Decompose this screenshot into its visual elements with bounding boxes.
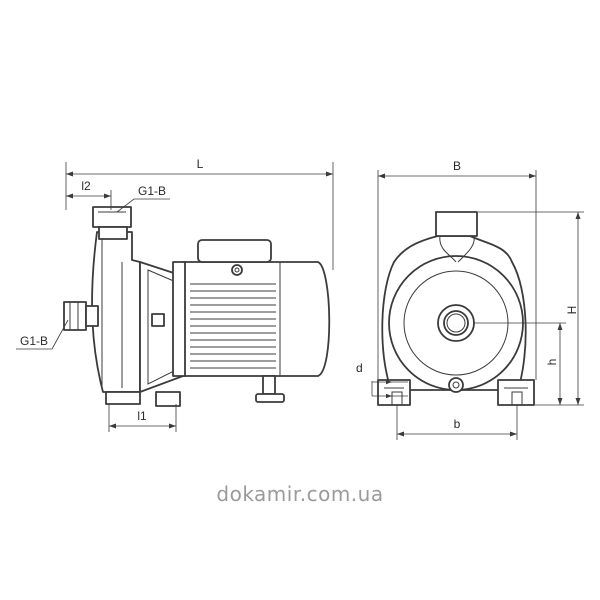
label-G1B-side: G1-B (20, 334, 48, 348)
dimension-b: b (396, 405, 518, 440)
watermark-text: dokamir.com.ua (216, 482, 384, 506)
dimension-L: L (65, 157, 334, 270)
top-outlet-flange (92, 206, 132, 240)
label-H: H (565, 306, 579, 315)
rear-foot-bracket (155, 391, 181, 407)
impeller-eye (437, 304, 475, 342)
drain-plug (448, 377, 464, 393)
dimension-h: h (474, 322, 566, 405)
front-foot (105, 391, 141, 405)
dimension-B: B (377, 159, 537, 380)
label-B: B (453, 159, 461, 173)
pump-front-view (377, 211, 535, 406)
front-view-left-foot (377, 379, 411, 406)
label-d: d (356, 361, 363, 375)
dimension-d: d (356, 361, 408, 399)
callout-G1B-top: G1-B (116, 184, 170, 213)
pump-side-view (63, 206, 331, 407)
dimension-l1: l1 (108, 404, 177, 432)
side-inlet-flange (63, 301, 99, 331)
label-h: h (545, 359, 559, 366)
label-b: b (454, 417, 461, 431)
motor-foot (255, 375, 285, 403)
dimension-l2: l2 (66, 179, 112, 210)
motor-cooling-fins (190, 283, 276, 369)
dimension-H: H (478, 211, 584, 406)
front-view-right-foot (497, 379, 535, 406)
motor-body (172, 239, 331, 377)
discharge-neck (435, 211, 478, 237)
label-l1: l1 (137, 409, 147, 423)
callout-G1B-side: G1-B (16, 319, 69, 350)
label-l2: l2 (81, 179, 91, 193)
label-L: L (197, 157, 204, 171)
label-G1B-top: G1-B (138, 184, 166, 198)
